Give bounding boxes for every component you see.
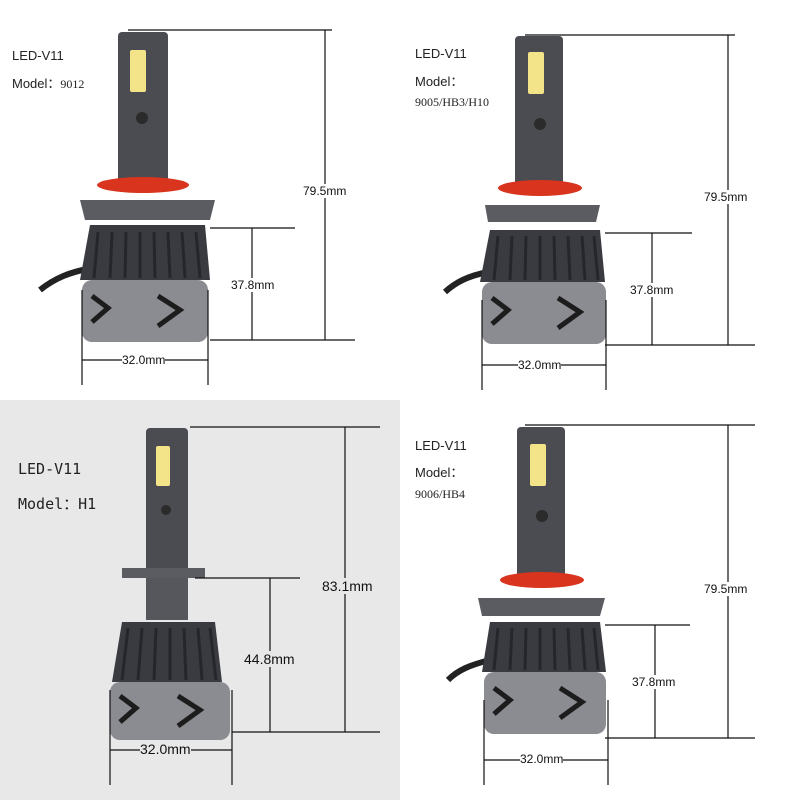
- product-panel-h1: LED-V11 Model：H1 83.1mm 44.8mm 32.0mm: [0, 400, 400, 800]
- dimension-base-height: 37.8mm: [231, 278, 275, 292]
- product-panel-9005: LED-V11 Model： 9005/HB3/H10 79.5mm 37.8m…: [400, 0, 800, 400]
- dimension-width: 32.0mm: [140, 741, 191, 757]
- model-value: 9012: [60, 77, 85, 91]
- model-label: Model：: [415, 74, 464, 89]
- model-line: Model：9012: [12, 73, 84, 93]
- model-label: Model：: [12, 76, 61, 91]
- dimension-total-height: 79.5mm: [303, 184, 347, 198]
- product-title: LED-V11: [18, 460, 82, 478]
- bulb-illustration-9005: [442, 34, 755, 390]
- dimension-total-height: 79.5mm: [704, 582, 748, 596]
- bulb-illustration-9012: [38, 29, 355, 385]
- model-label: Model：H1: [18, 495, 97, 513]
- model-value: 9005/HB3/H10: [415, 95, 490, 109]
- product-title: LED-V11: [415, 438, 467, 453]
- dimension-base-height: 37.8mm: [630, 283, 674, 297]
- dimension-total-height: 83.1mm: [322, 578, 373, 594]
- bulb-illustration-h1: [109, 426, 380, 785]
- bulb-illustration-9006: [445, 424, 755, 785]
- model-value: 9006/HB4: [415, 487, 466, 501]
- dimension-width: 32.0mm: [518, 358, 562, 372]
- dimension-width: 32.0mm: [520, 752, 564, 766]
- dimension-base-height: 44.8mm: [244, 651, 295, 667]
- dimension-width: 32.0mm: [122, 353, 166, 367]
- product-title: LED-V11: [415, 46, 467, 61]
- dimension-total-height: 79.5mm: [704, 190, 748, 204]
- product-panel-9006: LED-V11 Model： 9006/HB4 79.5mm 37.8mm 32…: [400, 400, 800, 800]
- model-label: Model：: [415, 465, 464, 480]
- product-panel-9012: LED-V11 Model：9012: [0, 0, 400, 400]
- dimension-base-height: 37.8mm: [632, 675, 676, 689]
- product-title: LED-V11: [12, 48, 64, 63]
